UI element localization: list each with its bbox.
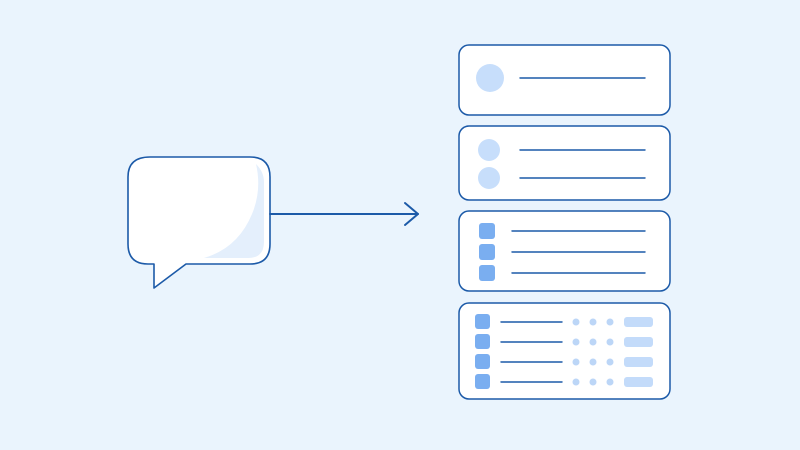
row-square xyxy=(475,314,490,329)
card-frame xyxy=(458,44,671,116)
row-dot xyxy=(589,338,597,346)
row-dot xyxy=(589,318,597,326)
arrow-connector xyxy=(269,202,419,226)
speech-bubble-shade xyxy=(204,164,264,258)
row-dot xyxy=(606,358,614,366)
checkbox-square xyxy=(479,265,495,281)
row-dot xyxy=(606,318,614,326)
row-square xyxy=(475,354,490,369)
checkbox-square xyxy=(479,223,495,239)
row-square xyxy=(475,374,490,389)
card-avatar-line xyxy=(458,44,671,116)
row-dot xyxy=(572,358,580,366)
row-dot xyxy=(606,378,614,386)
row-dot xyxy=(589,358,597,366)
row-pill xyxy=(624,357,653,367)
row-pill xyxy=(624,337,653,347)
row-dot xyxy=(572,378,580,386)
avatar-circle xyxy=(478,139,500,161)
row-dot xyxy=(572,318,580,326)
card-frame xyxy=(458,302,671,400)
card-table xyxy=(458,302,671,400)
row-dot xyxy=(589,378,597,386)
speech-bubble xyxy=(127,156,271,289)
card-checklist xyxy=(458,210,671,292)
row-pill xyxy=(624,377,653,387)
row-pill xyxy=(624,317,653,327)
card-stack xyxy=(458,44,671,400)
row-dot xyxy=(606,338,614,346)
arrow-head xyxy=(404,202,419,226)
card-frame xyxy=(458,125,671,201)
row-dot xyxy=(572,338,580,346)
avatar-circle xyxy=(476,64,504,92)
avatar-circle xyxy=(478,167,500,189)
checkbox-square xyxy=(479,244,495,260)
card-avatar-lines xyxy=(458,125,671,201)
row-square xyxy=(475,334,490,349)
